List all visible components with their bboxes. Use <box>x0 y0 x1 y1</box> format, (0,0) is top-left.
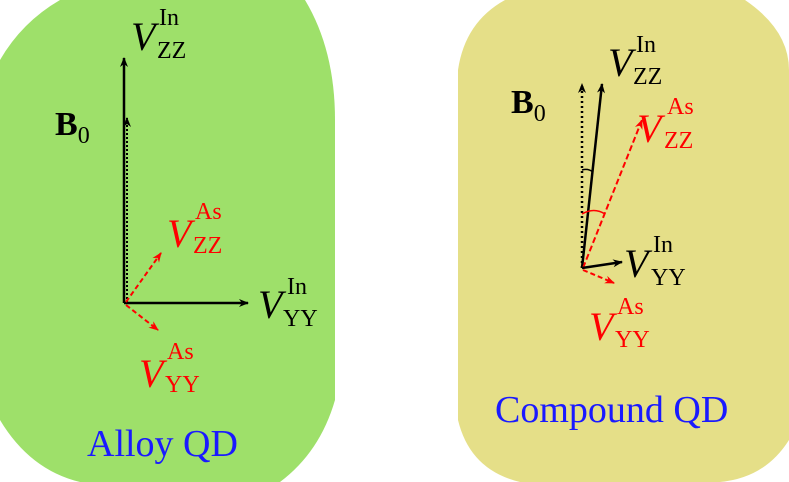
alloy-vzz-in-sub: ZZ <box>157 38 186 64</box>
alloy-b0-label: B0 <box>55 106 90 149</box>
compound-vzz-in-sup: In <box>636 32 656 58</box>
compound-vyy-in-arrow <box>581 259 623 270</box>
compound-vzz-in-arrow <box>580 83 606 269</box>
compound-vyy-in-label: V <box>624 241 653 286</box>
compound-vyy-in-sup: In <box>653 232 673 258</box>
compound-vzz-in-sub: ZZ <box>633 64 662 90</box>
compound-vzz-as-sup: As <box>667 94 694 120</box>
compound-vyy-as-arrow <box>582 269 615 284</box>
alloy-vyy-as-arrow <box>125 304 159 331</box>
compound-angle-arc-as <box>581 209 606 215</box>
compound-vyy-as-label: V <box>589 304 618 349</box>
alloy-vyy-as-sub: YY <box>165 372 200 398</box>
compound-vyy-in-sub: YY <box>651 265 686 291</box>
compound-vyy-as-sup: As <box>617 294 644 320</box>
alloy-vzz-as-label: V <box>167 211 196 256</box>
alloy-qd-shape <box>0 0 335 482</box>
alloy-qd-caption: Alloy QD <box>87 423 238 465</box>
alloy-vyy-in-sub: YY <box>283 306 318 332</box>
alloy-qd-panel: B0 V In ZZ V As ZZ V In YY V As YY Alloy… <box>0 0 335 482</box>
compound-angle-arc-in <box>581 168 594 173</box>
compound-vzz-in-label: V <box>608 40 637 85</box>
alloy-vyy-in-sup: In <box>287 274 307 300</box>
alloy-vyy-as-sup: As <box>167 339 194 365</box>
compound-vyy-as-sub: YY <box>615 327 650 353</box>
alloy-vzz-as-sup: As <box>195 199 222 225</box>
compound-qd-shape <box>458 0 789 482</box>
compound-vzz-as-sub: ZZ <box>664 128 693 154</box>
alloy-vzz-in-label: V <box>131 14 160 59</box>
compound-b0-label: B0 <box>511 84 546 127</box>
alloy-vzz-as-arrow <box>125 252 162 303</box>
compound-qd-caption: Compound QD <box>495 389 728 431</box>
alloy-vyy-in-label: V <box>258 282 287 327</box>
alloy-vzz-as-sub: ZZ <box>193 233 222 259</box>
compound-vzz-as-label: V <box>637 106 666 151</box>
alloy-vzz-in-sup: In <box>159 5 179 31</box>
alloy-vyy-as-label: V <box>139 351 168 396</box>
compound-qd-panel: B0 V In ZZ V As ZZ V In YY V As YY Compo… <box>458 0 789 482</box>
